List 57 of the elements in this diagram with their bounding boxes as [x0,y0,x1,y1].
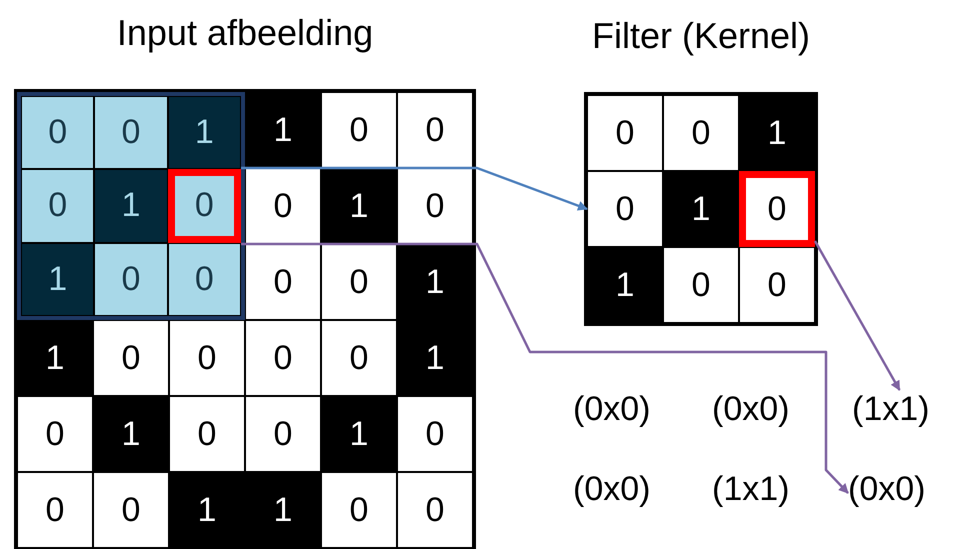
heading: Filter (Kernel) [590,15,812,57]
arrow [240,242,849,494]
matrix-cell: 0 [397,168,473,244]
arrow [814,240,901,391]
matrix-cell: 0 [397,396,473,472]
matrix-cell: 1 [739,95,815,171]
matrix-cell: 1 [17,320,93,396]
matrix-cell: 1 [245,472,321,548]
product-text: (0x0) [848,470,948,516]
matrix-cell: 1 [321,396,397,472]
product-text: (0x0) [573,470,650,509]
product-text: (0x0) [712,390,790,429]
matrix-cell: 0 [169,320,245,396]
matrix-cell: 1 [93,396,169,472]
product-text: (1x1) [712,470,790,509]
matrix-cell: 0 [169,396,245,472]
matrix-cell: 0 [245,168,321,244]
matrix-cell: 1 [587,247,663,323]
matrix-cell: 0 [94,242,168,316]
matrix-cell: 0 [168,169,241,243]
heading: Input afbeelding [116,12,374,54]
matrix-cell: 0 [397,92,473,168]
matrix-cell: 1 [397,244,473,320]
matrix-cell: 0 [245,396,321,472]
matrix-cell: 0 [321,244,397,320]
matrix-cell: 0 [663,95,739,171]
matrix-cell: 1 [321,168,397,244]
matrix-cell: 0 [94,96,168,170]
matrix-cell: 0 [321,472,397,548]
matrix-cell: 0 [321,320,397,396]
product-text: (1x1) [852,390,947,436]
matrix-cell: 0 [21,169,94,243]
matrix-cell: 1 [245,92,321,168]
matrix-cell: 0 [663,247,739,323]
matrix-cell: 0 [739,171,815,247]
matrix-cell: 0 [17,472,93,548]
highlight-window [17,92,245,320]
matrix-cell: 0 [245,320,321,396]
matrix-cell: 0 [739,247,815,323]
matrix-cell: 1 [168,96,241,170]
matrix-cell: 0 [587,171,663,247]
matrix-cell: 1 [21,242,94,316]
product-text: (0x0) [573,390,650,429]
matrix-cell: 0 [168,242,241,316]
matrix-cell: 1 [94,169,168,243]
matrix-cell: 0 [321,92,397,168]
matrix-cell: 0 [245,244,321,320]
matrix-cell: 0 [587,95,663,171]
matrix-cell: 1 [169,472,245,548]
matrix-cell: 0 [21,96,94,170]
matrix-cell: 0 [397,472,473,548]
matrix-cell: 0 [93,472,169,548]
matrix-cell: 1 [663,171,739,247]
arrow [240,166,588,211]
matrix-cell: 0 [17,396,93,472]
matrix-cell: 0 [93,320,169,396]
matrix-cell: 1 [397,320,473,396]
